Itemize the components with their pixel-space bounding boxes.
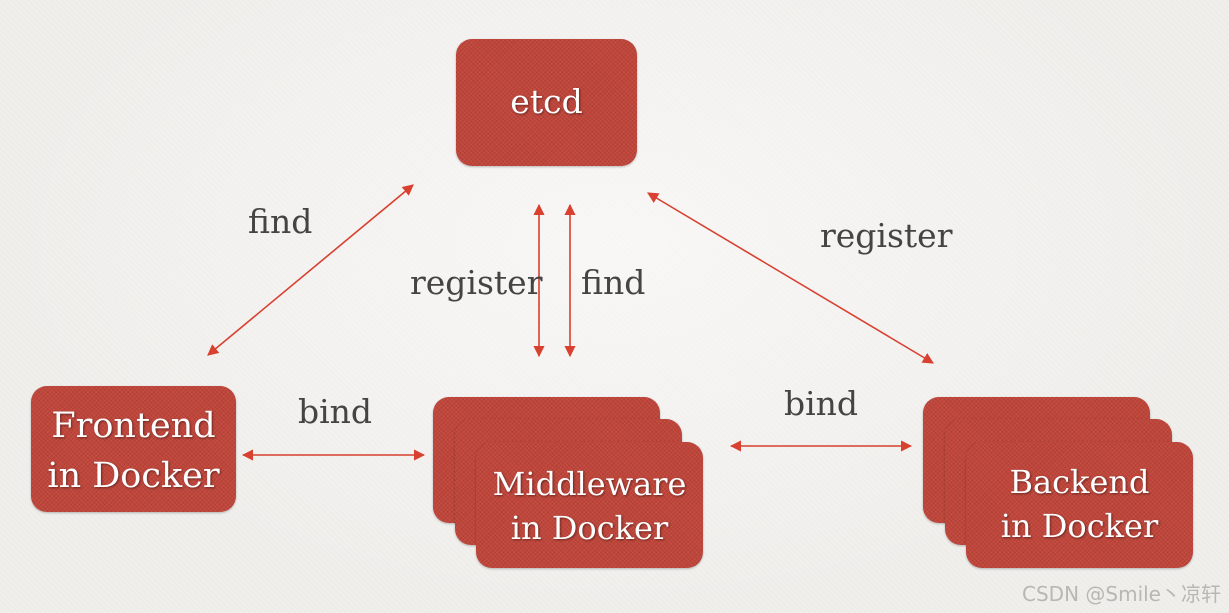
edge-label-frontend-etcd: find bbox=[248, 202, 313, 241]
etcd-label: etcd bbox=[510, 82, 583, 121]
edge-label-middleware-backend: bind bbox=[784, 384, 859, 423]
edge-label-middleware-find: find bbox=[581, 263, 646, 302]
backend-node-front bbox=[966, 442, 1193, 568]
frontend-node bbox=[31, 386, 236, 512]
middleware-label-line1: Middleware bbox=[492, 465, 687, 503]
backend-label-line2: in Docker bbox=[1000, 507, 1159, 545]
edge-label-backend-etcd: register bbox=[820, 216, 953, 255]
watermark: CSDN @Smile丶凉轩 bbox=[1022, 582, 1221, 606]
frontend-label-line2: in Docker bbox=[47, 456, 220, 496]
middleware-label-line2: in Docker bbox=[510, 509, 669, 547]
etcd-node bbox=[456, 39, 637, 166]
middleware-node-front bbox=[476, 442, 703, 568]
edge-label-middleware-register: register bbox=[410, 263, 543, 302]
edge-label-frontend-middleware: bind bbox=[298, 392, 373, 431]
frontend-label-line1: Frontend bbox=[51, 406, 216, 446]
arrow-backend-etcd bbox=[647, 192, 934, 364]
arrow-frontend-etcd bbox=[207, 184, 414, 356]
backend-label-line1: Backend bbox=[1009, 463, 1150, 501]
